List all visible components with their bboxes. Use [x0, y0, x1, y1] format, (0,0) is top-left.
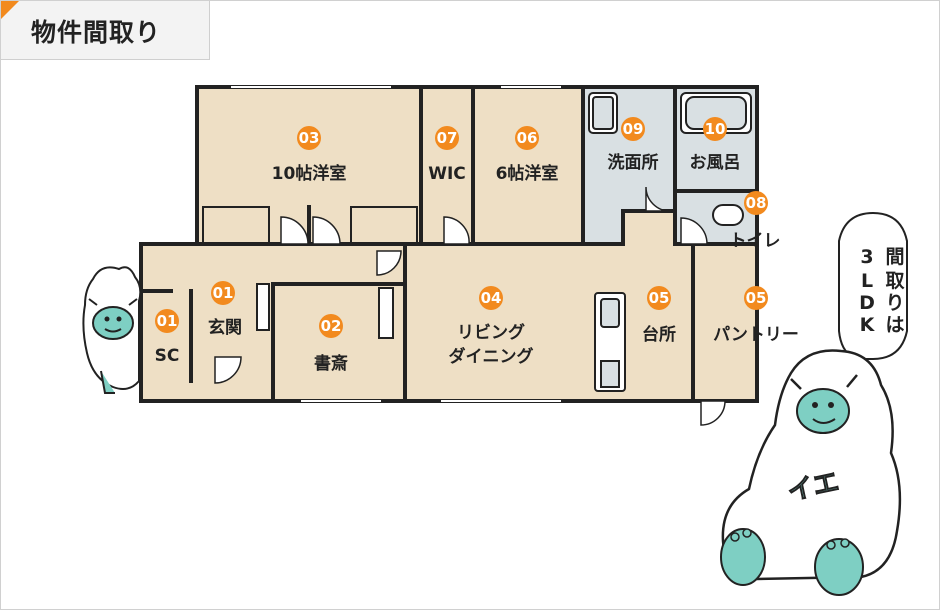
room-ldk-fill: [405, 244, 693, 401]
marker-04-num: 04: [481, 289, 502, 307]
washbasin-inner: [592, 96, 614, 130]
marker-09-num: 09: [623, 120, 644, 138]
marker-01-genkan-num: 01: [213, 284, 234, 302]
marker-07-num: 07: [437, 129, 458, 147]
marker-01-sc-num: 01: [157, 312, 178, 330]
room-pantry-fill: [693, 244, 757, 401]
bubble-char-3: り: [885, 292, 904, 314]
marker-06: [515, 126, 539, 150]
marker-05-kitchen-num: 05: [649, 289, 670, 307]
marker-02: [319, 314, 343, 338]
bubble-char-4: は: [885, 314, 904, 336]
marker-10-num: 10: [705, 120, 726, 138]
marker-01-sc: [155, 309, 179, 333]
marker-10: [703, 117, 727, 141]
closet-door-1: [202, 206, 270, 244]
label-kitchen: 台所: [642, 324, 676, 345]
label-sc: SC: [155, 346, 180, 366]
bubble-char-1: 間: [885, 246, 904, 268]
toilet-bowl: [712, 204, 744, 226]
marker-05-kitchen: [647, 286, 671, 310]
speech-bubble: 間 取 り は 3 L D K: [838, 211, 908, 374]
label-furo: お風呂: [690, 153, 741, 173]
door-10jo-2: [312, 216, 341, 245]
marker-06-num: 06: [517, 129, 538, 147]
label-toilet: トイレ: [730, 231, 781, 251]
marker-03-num: 03: [299, 129, 320, 147]
walls: [139, 85, 759, 403]
label-6jo: 6帖洋室: [496, 163, 559, 184]
marker-09: [621, 117, 645, 141]
bubble-char-2: 取: [885, 270, 904, 292]
room-6jo-fill: [473, 87, 583, 244]
label-dining: ダイニング: [449, 346, 534, 367]
door-toilet: [680, 217, 708, 245]
label-senmen: 洗面所: [608, 152, 659, 173]
marker-05-pantry: [744, 286, 768, 310]
doors: [214, 186, 726, 426]
kitchen-pass-fill: [623, 211, 675, 244]
bubble-char-7: D: [859, 292, 875, 314]
bubble-char-6: L: [861, 270, 873, 292]
door-10jo: [280, 216, 309, 245]
yeti-large-illustration: イエ: [720, 349, 902, 596]
marker-08-num: 08: [746, 194, 767, 212]
marker-03: [297, 126, 321, 150]
shoe-shelf: [256, 283, 270, 331]
yeti-foot-right: [814, 538, 864, 596]
label-study: 書斎: [314, 353, 348, 374]
title-tab: 物件間取り: [1, 1, 210, 60]
bubble-char-8: K: [860, 314, 876, 336]
marker-07: [435, 126, 459, 150]
door-senmen: [645, 186, 671, 212]
label-10jo: 10帖洋室: [272, 163, 347, 184]
door-hall: [376, 250, 402, 276]
windows: [231, 86, 561, 402]
marker-01-genkan: [211, 281, 235, 305]
label-wic: WIC: [428, 164, 466, 184]
bubble-char-5: 3: [860, 246, 873, 268]
label-pantry: パントリー: [713, 325, 799, 345]
door-entrance: [214, 356, 242, 384]
closet-door-2: [350, 206, 418, 244]
door-wic: [443, 216, 470, 245]
yeti-small-illustration: [82, 266, 142, 394]
door-pantry: [700, 400, 726, 426]
marker-08: [744, 191, 768, 215]
marker-05-pantry-num: 05: [746, 289, 767, 307]
yeti-foot-left: [720, 528, 766, 586]
study-shelf: [378, 287, 394, 339]
title-corner-accent: [1, 1, 19, 19]
room-labels: 03 10帖洋室 07 WIC 06 6帖洋室 09 洗面所 10 お風呂 08…: [155, 117, 799, 374]
page-title: 物件間取り: [31, 18, 162, 47]
kitchen-sink: [600, 298, 620, 328]
yeti-face: [796, 388, 850, 434]
label-genkan: 玄関: [208, 317, 242, 338]
marker-02-num: 02: [321, 317, 342, 335]
label-living: リビング: [457, 322, 525, 343]
marker-04: [479, 286, 503, 310]
kitchen-stove: [600, 360, 620, 388]
